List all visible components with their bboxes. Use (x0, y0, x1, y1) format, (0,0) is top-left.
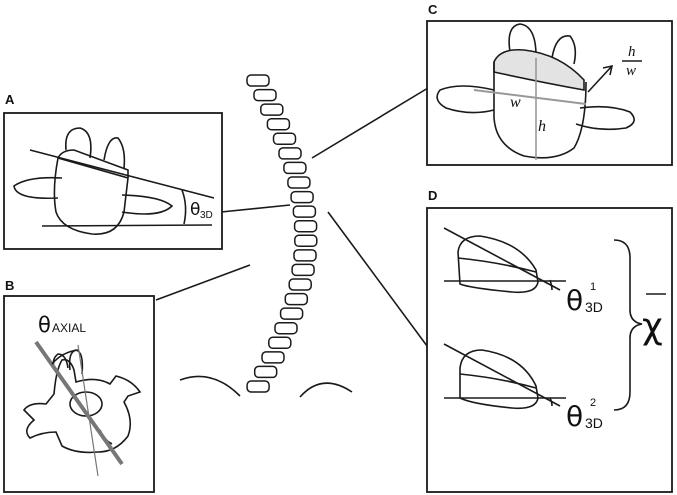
panel-d-theta1-superscript: 1 (590, 281, 596, 293)
panel-c-letter: C (428, 2, 438, 17)
spine-vertebra (279, 307, 304, 320)
connector-b (155, 264, 251, 301)
spine-vertebra (246, 74, 270, 87)
pelvis-left-arc (179, 375, 241, 397)
panel-b-axial-vertebra-drawing (22, 340, 142, 477)
spine-vertebra (284, 292, 309, 306)
spine-vertebra (253, 88, 277, 102)
spine-vertebra (261, 351, 285, 364)
panel-d-chi-symbol: χ (642, 306, 663, 347)
connector-d (327, 211, 431, 351)
panel-b-theta-subscript: AXIAL (52, 321, 86, 335)
connector-a (220, 204, 291, 213)
spine-vertebra (293, 249, 317, 262)
panel-a-theta-subscript: 3D (200, 210, 213, 221)
panel-a-letter: A (5, 92, 15, 107)
panel-c-box (426, 20, 673, 166)
panel-d-vertebra-2-drawing (443, 343, 566, 410)
panel-b-letter: B (5, 278, 14, 293)
spine-vertebra (266, 117, 291, 131)
spine-vertebra (288, 278, 312, 291)
panel-d-theta1-symbol: θ (566, 284, 583, 317)
spine-vertebra (287, 176, 311, 189)
panel-d-theta2-superscript: 2 (590, 397, 596, 409)
spine-vertebra (278, 147, 302, 160)
panel-c-w-label: w (510, 94, 521, 111)
spine-vertebra (253, 365, 278, 379)
spine-vertebra (246, 380, 270, 393)
panel-d-theta1-subscript: 3D (585, 299, 603, 315)
panel-d-theta2-symbol: θ (566, 400, 583, 433)
spine-vertebra (283, 161, 307, 175)
spine-vertebra (260, 103, 284, 116)
spine-vertebra (294, 234, 318, 248)
panel-c-vertebra-drawing (436, 23, 635, 160)
panel-d-vertebra-1-drawing (443, 227, 566, 294)
panel-b-theta-symbol: θ (38, 313, 51, 337)
panel-d-box (426, 207, 673, 493)
connector-c (311, 87, 429, 159)
spine-vertebra (292, 205, 317, 218)
spine-vertebra (274, 321, 298, 335)
panel-c-h-label: h (538, 118, 546, 135)
spine-vertebra (290, 190, 314, 204)
panel-a-vertebra-drawing (13, 127, 215, 235)
spine-vertebra (272, 132, 297, 146)
spine-column (246, 74, 318, 393)
pelvis-right-arc (299, 382, 353, 398)
panel-d-curly-brace (613, 239, 643, 411)
panel-d-theta2-subscript: 3D (585, 415, 603, 431)
spine-vertebra (293, 219, 318, 233)
panel-a-theta-symbol: θ (190, 200, 200, 220)
panel-c-ratio-numerator: h (628, 44, 636, 60)
spine-vertebra (291, 263, 315, 277)
panel-c-ratio-denominator: w (626, 63, 636, 79)
spine-vertebra (268, 336, 292, 350)
panel-d-letter: D (428, 188, 437, 203)
